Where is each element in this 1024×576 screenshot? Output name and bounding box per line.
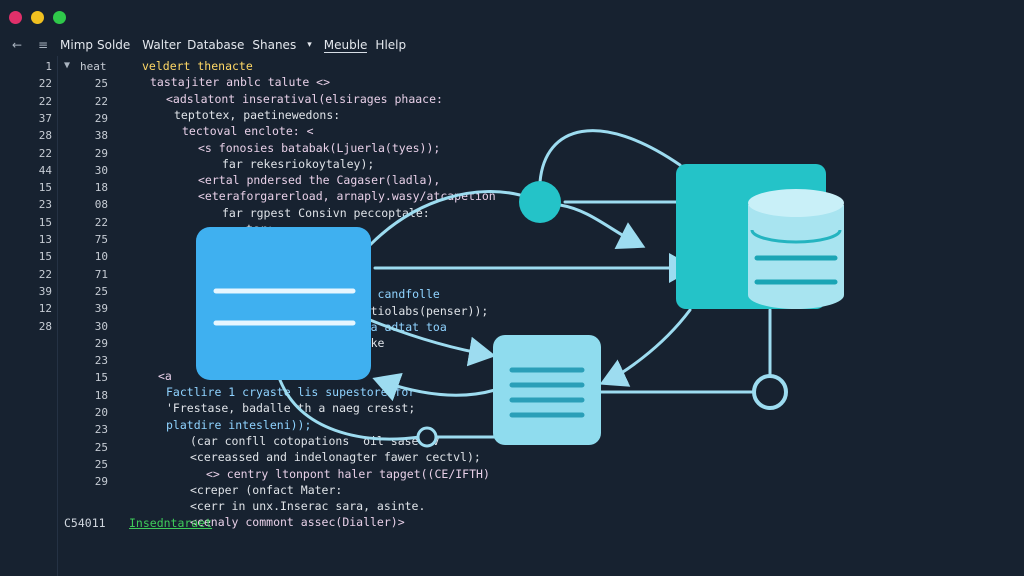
menu-item-walter[interactable]: Walter <box>142 38 182 52</box>
minimize-window-button[interactable] <box>31 11 44 24</box>
connector-circle <box>752 374 788 410</box>
chevron-down-icon[interactable]: ▾ <box>307 40 312 50</box>
database-icon <box>748 189 844 309</box>
gutter-divider <box>57 56 58 576</box>
line-number: 1 <box>45 60 52 73</box>
line-number: 25 <box>94 440 108 454</box>
code-line: <creper (onfact Mater: <box>190 482 343 497</box>
menu-item-shanes[interactable]: Shanes <box>252 38 297 52</box>
line-number: 22 <box>38 146 52 160</box>
close-window-button[interactable] <box>9 11 22 24</box>
line-number: 25 <box>94 77 108 91</box>
line-number: 10 <box>94 250 108 264</box>
line-number: 28 <box>38 319 52 333</box>
edge-db-to-panel <box>599 308 692 387</box>
line-number: 29 <box>94 475 108 489</box>
line-number: 23 <box>94 354 108 368</box>
code-line: <s fonosies batabak(Ljuerla(tyes)); <box>198 140 441 155</box>
line-number: 15 <box>38 215 52 229</box>
menu-item-solde[interactable]: Solde <box>97 38 131 52</box>
list-icon <box>509 367 585 418</box>
edge-blue-to-panel <box>368 318 496 367</box>
status-mode[interactable]: Insedntaraet <box>129 516 213 530</box>
edge-blue-bottom-loop <box>278 378 422 441</box>
line-number: 39 <box>94 302 108 316</box>
line-number: 22 <box>94 94 108 108</box>
line-number: 29 <box>94 336 108 350</box>
line-number: 28 <box>38 129 52 143</box>
line-number: 37 <box>38 111 52 125</box>
line-number: 38 <box>94 129 108 143</box>
menu-item-meuble[interactable]: Meuble <box>323 37 368 53</box>
code-line: tastajiter anblc talute <> <box>150 75 331 90</box>
code-line: platdire intesleni)); <box>166 417 312 432</box>
line-number: 23 <box>94 423 108 437</box>
menu-item-mimp[interactable]: Mimp <box>60 38 93 52</box>
code-line: far rgpest Consivn peccoptale: <box>222 205 430 220</box>
edge-to-db-upper <box>558 203 646 250</box>
maximize-window-button[interactable] <box>53 11 66 24</box>
code-line: far rekesriokoytaley); <box>222 156 375 171</box>
code-line: 'Frestase, badalle th a naeg cresst; <box>166 401 416 416</box>
code-line: <ertal pndersed the Cagaser(ladla), <box>198 173 441 188</box>
line-number: 22 <box>38 267 52 281</box>
line-number: 29 <box>94 111 108 125</box>
menubar: ← ≡ Mimp Solde Walter Database Shanes ▾ … <box>0 34 1024 56</box>
line-number: 15 <box>38 250 52 264</box>
line-number: 20 <box>94 406 108 419</box>
line-number: 29 <box>94 146 108 160</box>
line-number: 30 <box>94 319 108 333</box>
blue-service-box <box>196 227 371 380</box>
edge-panel-to-blue <box>372 372 497 402</box>
menu-item-help[interactable]: Hlelp <box>375 38 407 52</box>
menu-item-database[interactable]: Database <box>187 38 245 52</box>
line-number: 25 <box>94 284 108 298</box>
line-number: heat <box>80 60 107 73</box>
line-number: 15 <box>94 371 108 385</box>
line-number: 18 <box>94 388 108 402</box>
code-line: <cereassed and indelonagter fawer cectvl… <box>190 450 481 465</box>
line-number: 71 <box>94 267 108 281</box>
code-line: <cenaly commont assec(Dialler)> <box>190 515 405 530</box>
storage-panel-box <box>493 335 601 445</box>
code-line: <cerr in unx.Inserac sara, asinte. <box>190 499 426 514</box>
line-number: 18 <box>94 181 108 195</box>
code-line: <eteraforgarerload, arnaply.wasy/atcapet… <box>198 189 496 204</box>
back-arrow-icon[interactable]: ← <box>11 38 23 52</box>
line-number: 25 <box>94 457 108 471</box>
line-number: 22 <box>38 77 52 91</box>
edge-blue-to-node <box>368 190 522 247</box>
code-line: teptotex, paetinewedons: <box>174 107 341 122</box>
code-line: veldert thenacte <box>142 59 253 73</box>
connector-circle-small <box>416 426 438 448</box>
line-number: 30 <box>94 163 108 177</box>
code-line: <adslatont inseratival(elsirages phaace: <box>166 91 443 106</box>
line-number: 22 <box>38 94 52 108</box>
line-number: 22 <box>94 215 108 229</box>
hamburger-menu-icon[interactable]: ≡ <box>37 38 49 52</box>
line-number: 39 <box>38 284 52 298</box>
line-number: 75 <box>94 233 108 246</box>
window-titlebar <box>0 0 1024 34</box>
teal-node <box>519 181 561 223</box>
line-number: 15 <box>38 181 52 195</box>
code-line: tectoval enclote: < <box>182 124 314 139</box>
fold-arrow-icon[interactable]: ▼ <box>64 60 71 71</box>
code-line: <> centry ltonpont haler tapget((CE/IFTH… <box>206 466 490 481</box>
line-number: 23 <box>38 198 52 212</box>
edge-top-loop <box>538 129 682 184</box>
line-number: 44 <box>38 163 52 177</box>
line-number: 12 <box>38 302 52 316</box>
line-number: 13 <box>38 233 52 246</box>
status-position: C54011 <box>64 516 106 530</box>
line-number: 08 <box>94 198 108 212</box>
